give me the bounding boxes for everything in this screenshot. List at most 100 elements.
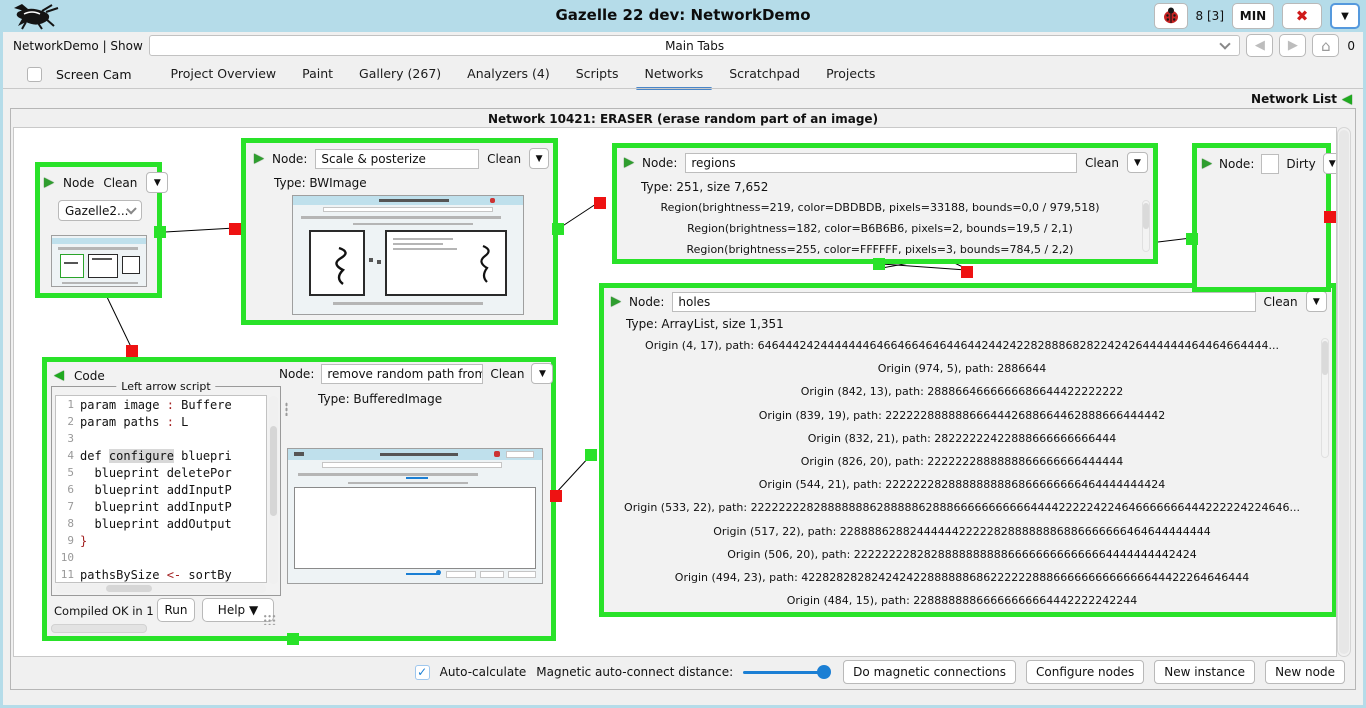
tabs: Project Overview Paint Gallery (267) Ana… bbox=[158, 60, 889, 90]
screen-cam-checkbox[interactable] bbox=[27, 66, 42, 82]
run-node-icon[interactable]: ▶ bbox=[254, 151, 264, 166]
new-instance-button[interactable]: New instance bbox=[1154, 660, 1256, 684]
auto-calculate-checkbox[interactable]: ✓ bbox=[414, 664, 430, 680]
code-line: 10 bbox=[60, 551, 74, 564]
node-name-field[interactable]: holes bbox=[672, 291, 1256, 312]
canvas-vertical-scrollbar[interactable] bbox=[1337, 127, 1351, 657]
origin-list-scrollbar[interactable] bbox=[1321, 338, 1329, 458]
output-port-code-bottom[interactable] bbox=[287, 633, 299, 645]
list-row: Origin (544, 21), path: 2222222828888888… bbox=[758, 478, 1166, 492]
node-menu-button[interactable]: ▼ bbox=[531, 363, 554, 384]
run-node-icon[interactable]: ▶ bbox=[611, 294, 621, 309]
auto-calculate-label: Auto-calculate bbox=[439, 665, 527, 679]
node-type-label: Type: BWImage bbox=[274, 176, 367, 190]
node-name-field[interactable] bbox=[1261, 153, 1280, 174]
node-name-field[interactable]: Scale & posterize bbox=[315, 148, 480, 169]
editor-vertical-scrollbar[interactable] bbox=[269, 396, 278, 584]
context-label: NetworkDemo | Show bbox=[13, 38, 143, 53]
network-list-toggle[interactable]: Network List ◀ bbox=[1251, 91, 1352, 107]
slider-track bbox=[743, 671, 830, 674]
window-menu-button[interactable]: ▼ bbox=[1330, 3, 1360, 29]
output-port-code[interactable] bbox=[550, 490, 562, 502]
gazelle-logo-icon bbox=[8, 2, 66, 33]
history-back-button[interactable]: ◀ bbox=[1246, 34, 1274, 57]
history-count: 0 bbox=[1347, 38, 1355, 53]
node-name-field[interactable]: remove random path from ima bbox=[321, 363, 484, 384]
splitter-handle[interactable] bbox=[285, 402, 288, 416]
collapse-left-icon: ◀ bbox=[1342, 91, 1352, 107]
node-scale-posterize[interactable]: ▶ Node: Scale & posterize Clean ▼ Type: … bbox=[241, 138, 558, 325]
node-status: Clean bbox=[1263, 294, 1298, 309]
minimize-button[interactable]: MIN bbox=[1232, 3, 1274, 29]
instance-combobox[interactable]: Gazelle2... bbox=[58, 200, 142, 221]
tab-separator bbox=[3, 88, 1363, 89]
editor-horizontal-scrollbar[interactable] bbox=[56, 584, 266, 593]
input-port-holes-top[interactable] bbox=[961, 266, 973, 278]
origin-list: Origin (4, 17), path: 646444242444444464… bbox=[618, 334, 1306, 612]
network-canvas[interactable]: ▶ Node Clean ▼ Gazelle2... bbox=[13, 127, 1337, 657]
list-row: Origin (832, 21), path: 2822222242288866… bbox=[807, 431, 1117, 445]
node-holes[interactable]: ▶ Node: holes Clean ▼ Type: ArrayList, s… bbox=[599, 283, 1336, 617]
main-tabs-combobox[interactable]: Main Tabs bbox=[148, 35, 1241, 56]
list-row: Origin (4, 17), path: 646444242444444464… bbox=[645, 339, 1279, 353]
tab-scripts[interactable]: Scripts bbox=[575, 65, 619, 81]
node-preview-thumbnail bbox=[51, 235, 147, 287]
output-port-instance[interactable] bbox=[154, 226, 166, 238]
home-icon: ⌂ bbox=[1321, 36, 1331, 55]
debug-ladybug-button[interactable] bbox=[1153, 3, 1188, 29]
code-line: 5 blueprint deletePor bbox=[67, 465, 232, 480]
run-node-icon[interactable]: ▶ bbox=[624, 155, 634, 170]
output-port-scale[interactable] bbox=[552, 223, 564, 235]
node-preview-thumbnail bbox=[292, 195, 524, 315]
tab-gallery[interactable]: Gallery (267) bbox=[359, 65, 442, 81]
titlebar-controls: 8 [3] MIN ✖ ▼ bbox=[1153, 3, 1360, 29]
input-port-code[interactable] bbox=[126, 345, 138, 357]
node-label: Node: bbox=[642, 155, 678, 170]
node-menu-button[interactable]: ▼ bbox=[146, 172, 169, 193]
tab-networks[interactable]: Networks bbox=[632, 60, 717, 90]
slider-knob[interactable] bbox=[817, 665, 832, 679]
list-row: Origin (484, 15), path: 2288888886666666… bbox=[786, 594, 1138, 608]
window-title: Gazelle 22 dev: NetworkDemo bbox=[555, 6, 811, 24]
node-menu-button[interactable]: ▼ bbox=[1305, 291, 1327, 312]
list-row: Origin (494, 23), path: 4228282828242424… bbox=[674, 570, 1250, 584]
tab-scratchpad[interactable]: Scratchpad bbox=[729, 65, 801, 81]
screen-cam-label: Screen Cam bbox=[56, 66, 132, 82]
node-regions[interactable]: ▶ Node: regions Clean ▼ Type: 251, size … bbox=[612, 143, 1158, 264]
run-node-icon[interactable]: ▶ bbox=[44, 175, 54, 190]
node-name-field[interactable]: regions bbox=[685, 152, 1077, 173]
node-menu-button[interactable]: ▼ bbox=[1322, 153, 1336, 174]
dropdown-icon: ▼ bbox=[538, 368, 546, 379]
run-node-icon[interactable]: ▶ bbox=[1202, 156, 1212, 171]
new-node-button[interactable]: New node bbox=[1265, 660, 1345, 684]
node-code[interactable]: ◀ Code Node: remove random path from ima… bbox=[42, 357, 556, 641]
history-forward-button[interactable]: ▶ bbox=[1279, 34, 1307, 57]
home-button[interactable]: ⌂ bbox=[1312, 34, 1340, 57]
resize-grip[interactable] bbox=[263, 614, 276, 625]
node-dirty[interactable]: ▶ Node: Dirty ▼ bbox=[1192, 143, 1336, 292]
input-port-regions[interactable] bbox=[594, 197, 606, 209]
help-button[interactable]: Help ▼ bbox=[202, 598, 274, 622]
tab-projects[interactable]: Projects bbox=[826, 65, 876, 81]
tab-analyzers[interactable]: Analyzers (4) bbox=[467, 65, 550, 81]
node-menu-button[interactable]: ▼ bbox=[529, 148, 549, 169]
input-port-holes-left[interactable] bbox=[585, 449, 597, 461]
output-port-regions[interactable] bbox=[873, 258, 885, 270]
magnetic-distance-slider[interactable] bbox=[743, 664, 832, 680]
configure-nodes-button[interactable]: Configure nodes bbox=[1026, 660, 1145, 684]
input-port-scale[interactable] bbox=[229, 223, 241, 235]
node-menu-button[interactable]: ▼ bbox=[1127, 152, 1148, 173]
region-list-scrollbar[interactable] bbox=[1142, 200, 1150, 252]
tab-project-overview[interactable]: Project Overview bbox=[170, 65, 277, 81]
collapse-left-icon[interactable]: ◀ bbox=[54, 368, 64, 383]
node-instance[interactable]: ▶ Node Clean ▼ Gazelle2... bbox=[35, 162, 169, 298]
close-button[interactable]: ✖ bbox=[1282, 3, 1322, 29]
tab-paint[interactable]: Paint bbox=[302, 65, 334, 81]
run-button[interactable]: Run bbox=[157, 598, 195, 622]
do-magnetic-connections-button[interactable]: Do magnetic connections bbox=[843, 660, 1017, 684]
output-port-dirty[interactable] bbox=[1324, 211, 1336, 223]
input-port-dirty[interactable] bbox=[1186, 233, 1198, 245]
